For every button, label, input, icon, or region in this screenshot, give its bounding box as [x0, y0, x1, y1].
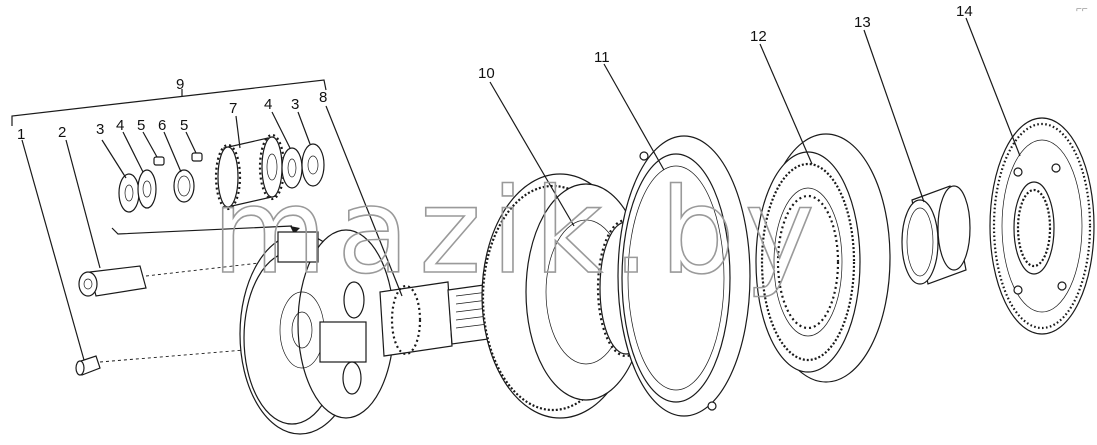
callout-3: 3 [96, 121, 104, 138]
part-10-ring-gear [481, 173, 656, 419]
callout-9: 9 [176, 76, 184, 93]
part-6-bushing [173, 169, 195, 203]
callout-1: 1 [17, 126, 25, 143]
callout-4-second: 4 [264, 96, 272, 113]
callout-3-second: 3 [291, 96, 299, 113]
callout-8: 8 [319, 89, 327, 106]
part-12-gear-hub [755, 133, 891, 383]
corner-mark: ⌐⌐ [1076, 4, 1088, 15]
part-4-washer [137, 169, 157, 209]
part-14-crown-gear [989, 117, 1095, 335]
leader-lines [21, 17, 1021, 361]
part-8-planet-carrier-shaft [239, 229, 525, 435]
callout-7: 7 [229, 100, 237, 117]
part-3-washer-second [301, 143, 325, 187]
group-bracket-9 [11, 79, 327, 126]
part-5-pin-second [191, 152, 203, 162]
callout-11: 11 [594, 49, 610, 66]
callout-14: 14 [956, 3, 973, 20]
callout-12: 12 [750, 28, 767, 45]
callout-4: 4 [116, 117, 124, 134]
part-1-pin [75, 345, 293, 376]
callout-2: 2 [58, 124, 66, 141]
part-2-shaft-axle [78, 261, 269, 297]
assembly-arrow [111, 225, 300, 235]
part-7-satellite-gear [214, 133, 286, 211]
watermark-text: mazik.by [212, 162, 825, 300]
callout-10: 10 [478, 65, 495, 82]
callout-5-second: 5 [180, 117, 188, 134]
part-13-sleeve [901, 185, 971, 285]
callout-6: 6 [158, 117, 166, 134]
callout-5: 5 [137, 117, 145, 134]
callout-13: 13 [854, 14, 871, 31]
part-11-disk [617, 135, 751, 417]
part-5-pin [153, 156, 165, 166]
part-3-washer [118, 173, 140, 213]
